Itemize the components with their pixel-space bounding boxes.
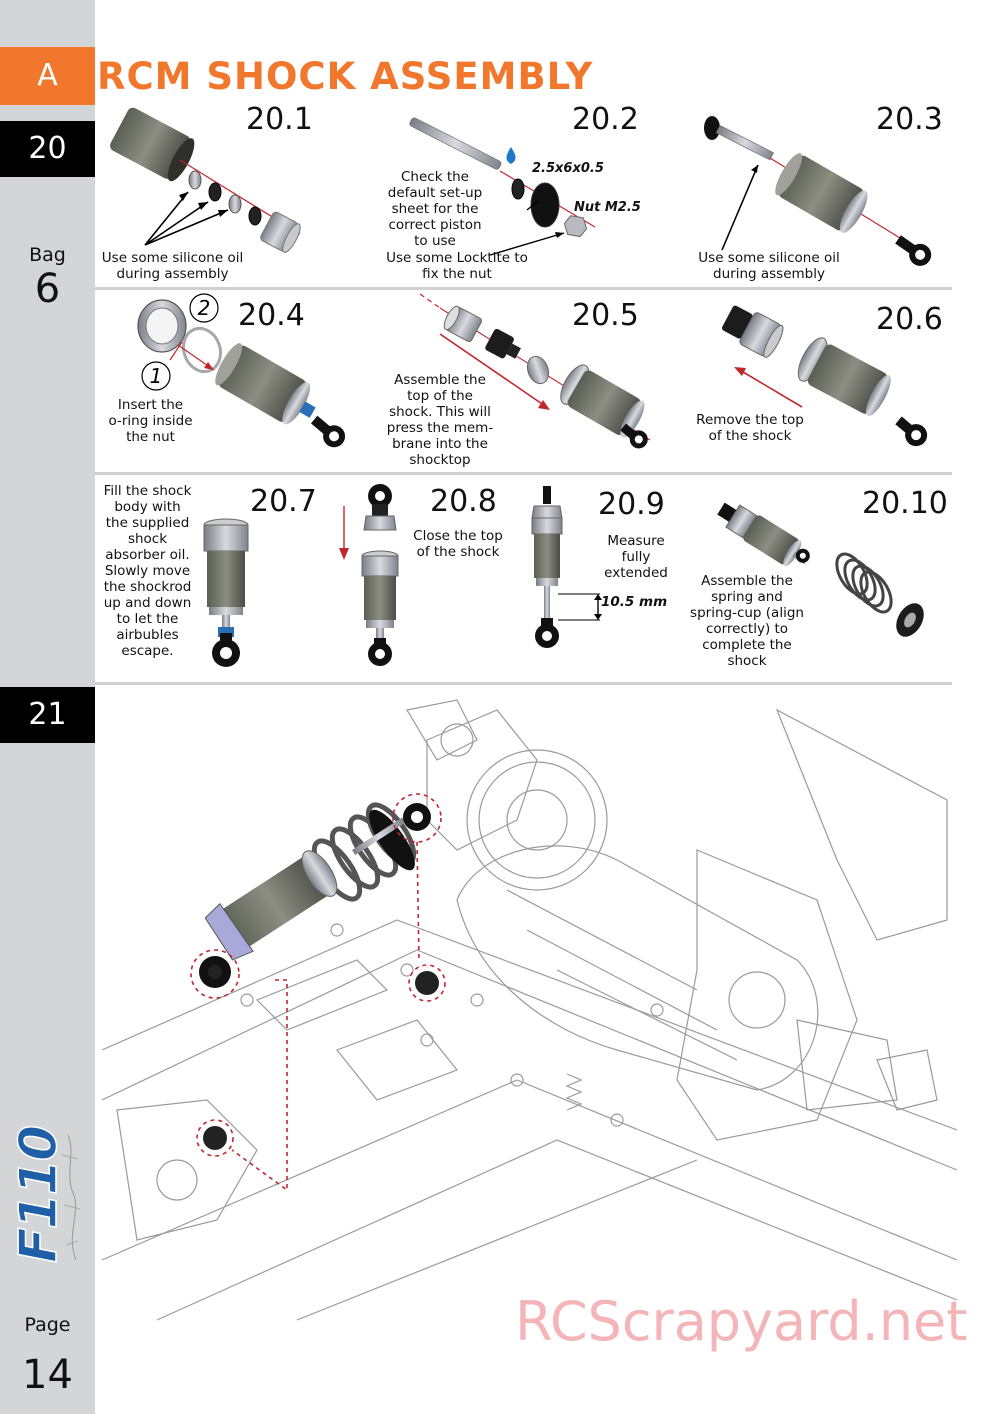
illustration-20-1 bbox=[110, 107, 301, 253]
step-label-20-9: 20.9 bbox=[598, 487, 665, 522]
illustration-20-10 bbox=[717, 502, 924, 637]
nut-size-tag: Nut M2.5 bbox=[574, 200, 641, 215]
step-label-20-6: 20.6 bbox=[876, 302, 943, 337]
chassis-assembly-illustration bbox=[101, 699, 958, 1321]
step-label-20-7: 20.7 bbox=[250, 484, 317, 519]
washer-size-tag: 2.5x6x0.5 bbox=[532, 161, 604, 176]
marker-1: 1 bbox=[150, 364, 163, 388]
illustration-20-5 bbox=[419, 293, 651, 449]
divider bbox=[95, 287, 952, 290]
step-label-20-8: 20.8 bbox=[430, 484, 497, 519]
illustration-20-3 bbox=[704, 116, 932, 266]
step-label-20-4: 20.4 bbox=[238, 298, 305, 333]
step-label-20-3: 20.3 bbox=[876, 102, 943, 137]
page-number: 14 bbox=[22, 1352, 73, 1398]
measure-value: 10.5 mm bbox=[601, 594, 668, 610]
bag-number: 6 bbox=[34, 266, 61, 312]
illustration-20-7 bbox=[203, 518, 249, 667]
watermark: RCScrapyard.net bbox=[515, 1290, 968, 1353]
divider bbox=[95, 682, 952, 685]
bag-label: Bag bbox=[29, 244, 66, 266]
marker-2: 2 bbox=[198, 296, 211, 320]
oil-drop-icon bbox=[506, 147, 516, 164]
divider bbox=[95, 472, 952, 475]
illustration-20-2 bbox=[409, 117, 596, 256]
section-letter: A bbox=[0, 47, 95, 105]
section-title: RCM SHOCK ASSEMBLY bbox=[97, 55, 594, 98]
illustration-20-6 bbox=[721, 305, 928, 447]
illustration-20-4: 1 2 bbox=[137, 293, 346, 448]
step-label-20-5: 20.5 bbox=[572, 298, 639, 333]
page-label: Page bbox=[24, 1314, 71, 1336]
svg-text:F110: F110 bbox=[9, 1126, 69, 1263]
step-label-20-10: 20.10 bbox=[862, 486, 948, 521]
illustration-20-8 bbox=[339, 484, 399, 666]
illustration-20-9 bbox=[531, 486, 602, 648]
step-label-20-2: 20.2 bbox=[572, 102, 639, 137]
brand-logo: F110 bbox=[8, 1125, 81, 1264]
step-number-20: 20 bbox=[0, 121, 95, 177]
step-number-21: 21 bbox=[0, 687, 95, 743]
step-label-20-1: 20.1 bbox=[246, 102, 313, 137]
